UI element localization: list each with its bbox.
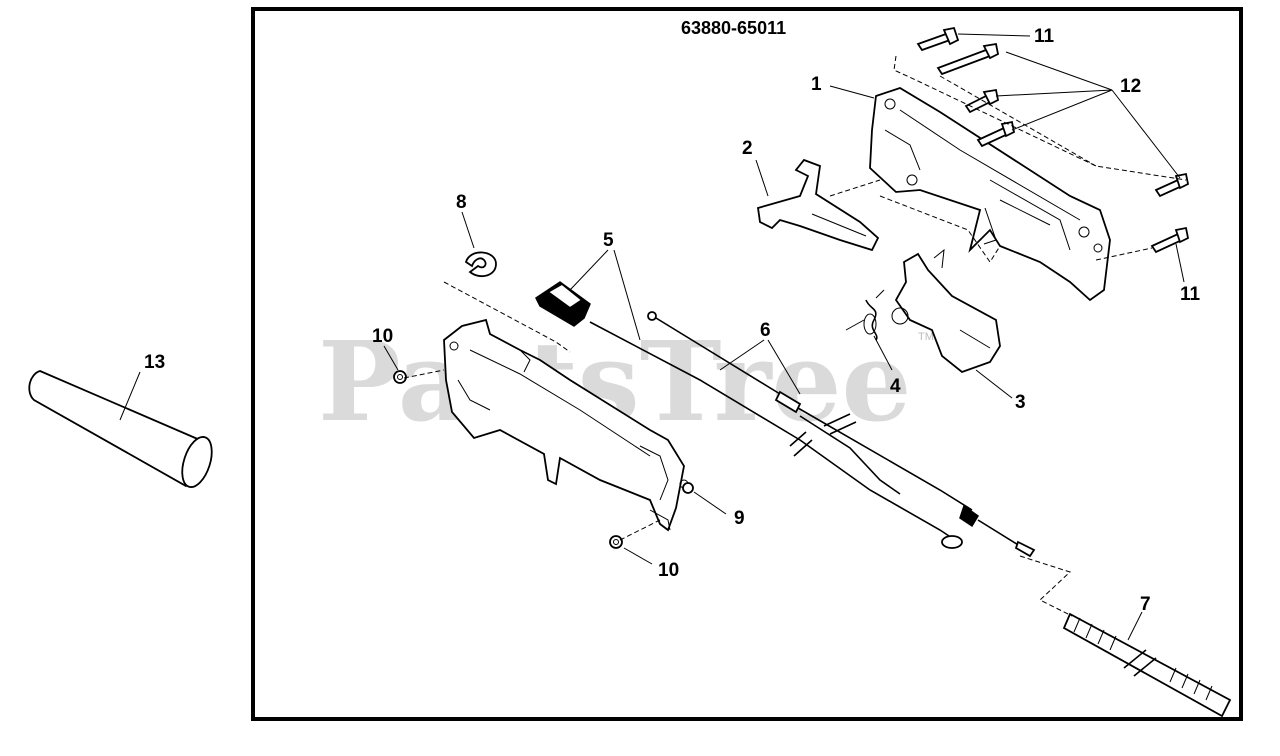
callout-12: 12 xyxy=(1120,76,1141,97)
callout-6: 6 xyxy=(760,320,771,341)
callout-13: 13 xyxy=(144,352,165,373)
callout-5: 5 xyxy=(603,230,614,251)
part-3-trigger xyxy=(891,248,1001,374)
leader-lines xyxy=(383,33,1185,641)
callout-10-lower: 10 xyxy=(658,560,679,581)
part-code-label: 63880-65011 xyxy=(681,18,786,38)
callout-4: 4 xyxy=(890,376,901,397)
part-4-spring xyxy=(845,289,885,341)
callout-1: 1 xyxy=(811,74,822,95)
part-8-clip xyxy=(464,251,497,278)
diagram-frame xyxy=(251,7,1243,721)
part-1-handle-housing xyxy=(869,87,1111,302)
callout-11-upper: 11 xyxy=(1034,26,1055,47)
callout-2: 2 xyxy=(742,138,753,159)
part-9-pin xyxy=(682,482,694,494)
callout-3: 3 xyxy=(1015,392,1026,413)
callout-11-lower: 11 xyxy=(1180,284,1201,305)
part-11-screw-upper xyxy=(916,26,960,52)
callout-9: 9 xyxy=(734,508,745,529)
callout-8: 8 xyxy=(456,192,467,213)
part-6-throttle-cable xyxy=(647,311,1036,558)
part-7-flex-shaft xyxy=(1062,612,1232,718)
watermark-tm: TM xyxy=(918,331,934,343)
part-13-grip xyxy=(28,370,213,488)
callout-10-upper: 10 xyxy=(372,326,393,347)
lower-handle-housing xyxy=(443,318,689,532)
part-2-throttle-lever xyxy=(756,158,880,252)
part-5-switch-wire xyxy=(535,281,963,549)
part-10-nut-upper xyxy=(393,370,407,384)
part-10-nut-lower xyxy=(609,535,623,549)
callout-7: 7 xyxy=(1140,594,1151,615)
part-11-screw-lower xyxy=(1150,226,1190,254)
part-12-screws xyxy=(936,42,1190,198)
assembly-dash-lines xyxy=(403,55,1187,617)
